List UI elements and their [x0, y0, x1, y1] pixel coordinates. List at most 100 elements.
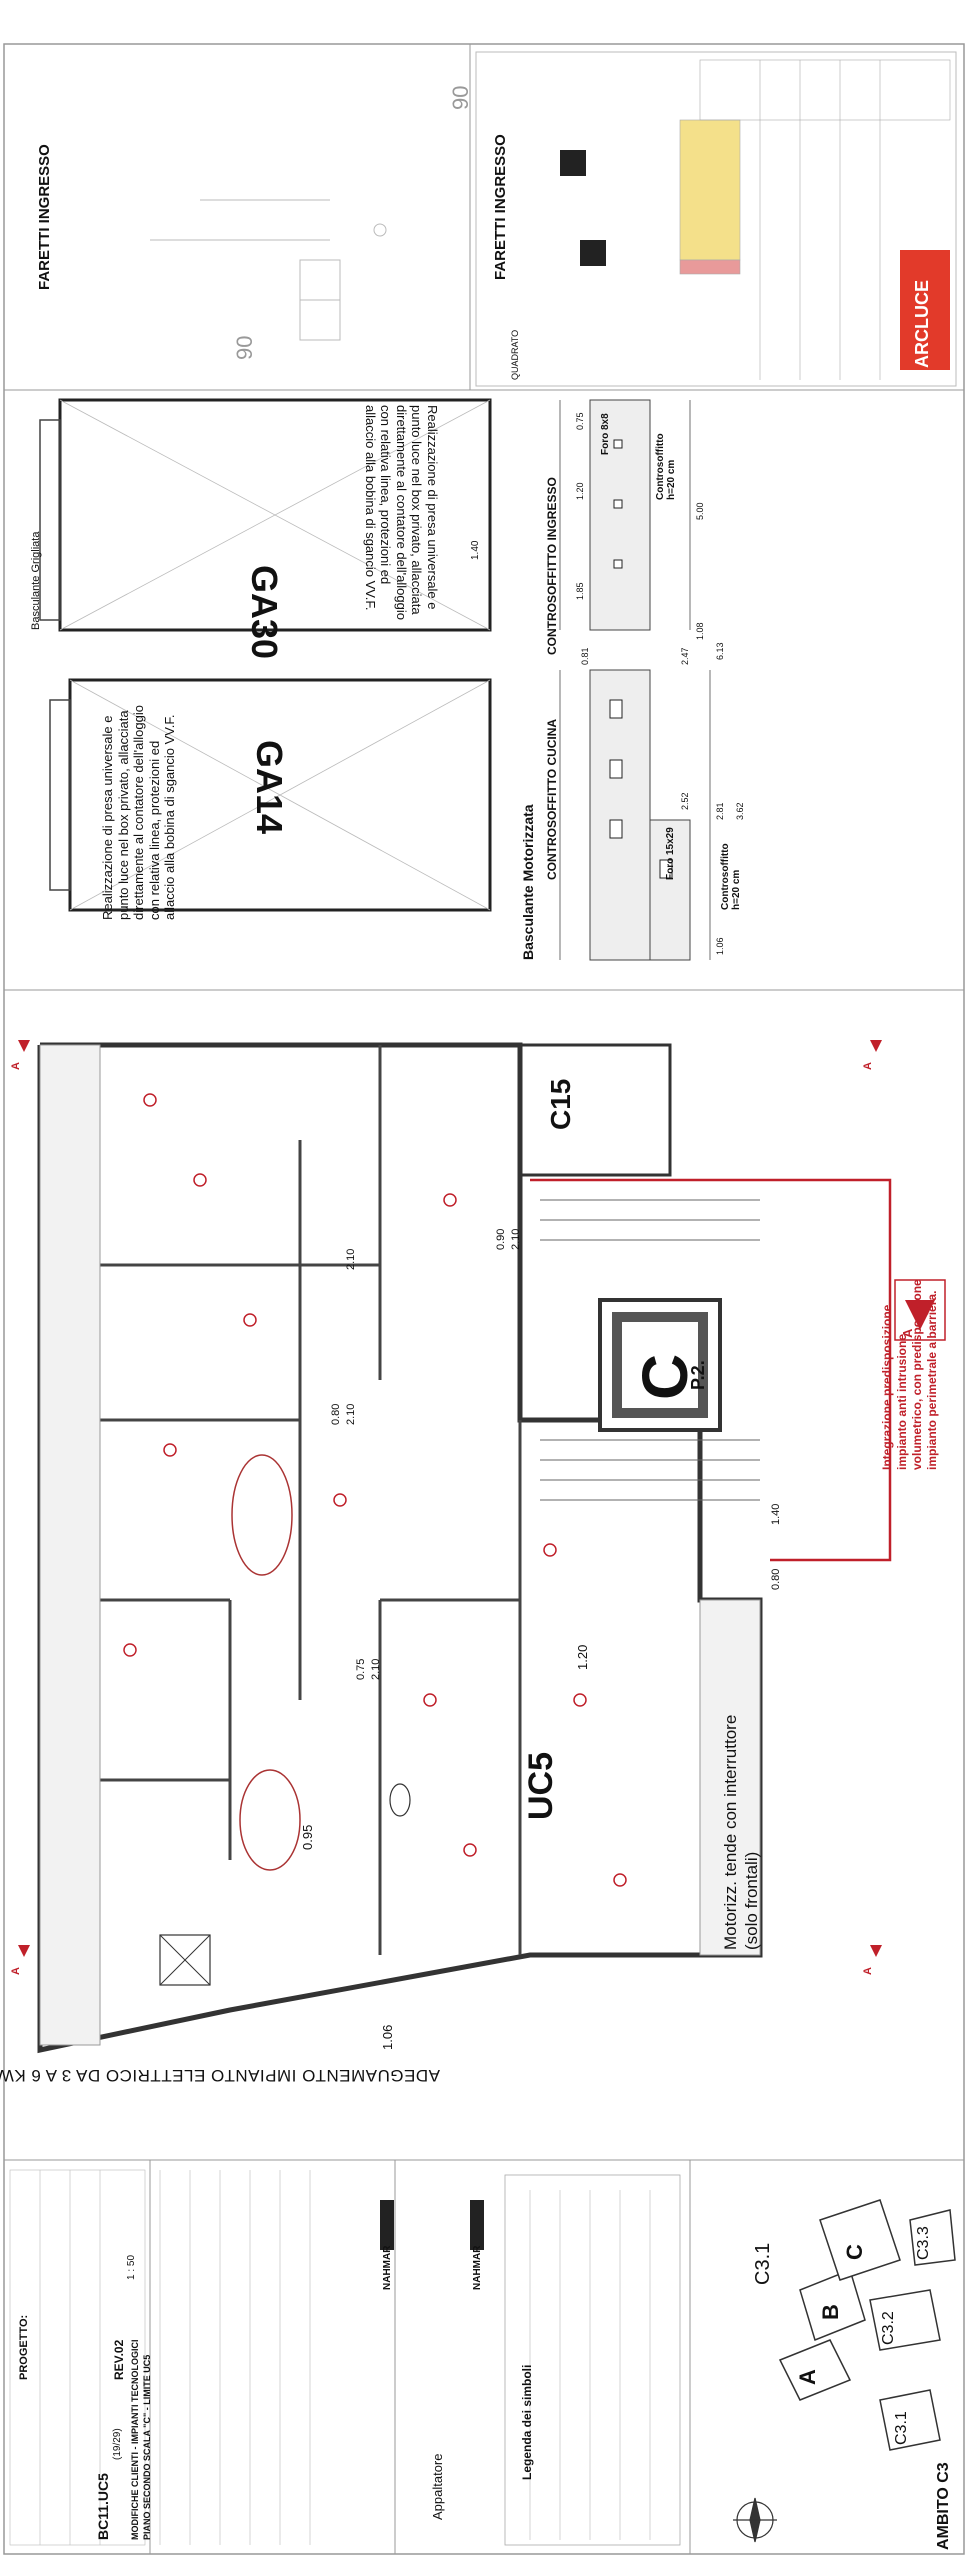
ceiling-dim-ingresso-2: 0.75: [575, 412, 585, 430]
plan-interior-walls: [40, 1045, 522, 1955]
product-logo: ARCLUCE: [912, 280, 932, 368]
titleblock-scale: 1 : 50: [126, 2254, 137, 2280]
electrical-symbols: [123, 1093, 627, 1887]
ceiling-dim-cucina-1: 1.06: [715, 937, 725, 955]
ceiling-dim-cucina-0: 6.13: [715, 642, 725, 660]
ga30-door: [39, 419, 61, 621]
plan-integration-note: Integrazione predisposizione impianto an…: [880, 1279, 939, 1470]
section-mark-4: A: [862, 1967, 874, 1975]
ceiling-ingresso-note: Controsoffitto h=20 cm: [655, 433, 677, 500]
toilet: [389, 1783, 411, 1817]
spec-code-bottom: 90: [232, 335, 257, 360]
keymap-ambito: AMBITO C3: [935, 2462, 952, 2550]
ceiling-dim-lines: [559, 400, 711, 960]
appaltatore-label: Appaltatore: [430, 2453, 445, 2521]
ceiling-cucina-foro: Foro 15x29: [665, 827, 676, 880]
titleblock-rev: REV.02: [112, 2339, 126, 2380]
spot-image-2: [580, 240, 606, 266]
ceiling-holes: [609, 439, 673, 879]
plan-dim-1: 1.20: [575, 1644, 590, 1670]
plan-dim-8: 0.75: [355, 1658, 367, 1680]
ga14-label: GA14: [249, 740, 290, 835]
keymap-c31-b: C3.1: [893, 2411, 910, 2445]
company-name-2: NAHMAR: [472, 2245, 483, 2290]
product-brand: QUADRATO: [510, 329, 520, 380]
titleblock-progetto-label: PROGETTO:: [18, 2314, 30, 2380]
section-mark-5: A: [900, 1328, 915, 1338]
plan-unit-label: UC5: [522, 1751, 560, 1820]
faretti-left-title: FARETTI INGRESSO: [36, 144, 53, 290]
stair-core: [598, 1298, 722, 1432]
c15-room: [518, 1043, 672, 1177]
ga30-label: GA30: [244, 565, 285, 660]
plan-dim-4: 0.90: [495, 1228, 507, 1250]
plan-dim-0: 0.95: [300, 1824, 315, 1850]
ga14-note: Realizzazione di presa universale e punt…: [100, 705, 178, 920]
ga30-dim: 1.40: [470, 540, 481, 560]
ga14-door: [49, 699, 71, 891]
sheet-border: [3, 43, 965, 2555]
titleblock-title-1: MODIFICHE CLIENTI - IMPIANTI TECNOLOGICI: [130, 2339, 140, 2541]
spot-image-1: [560, 150, 586, 176]
ceiling-cucina-note: Controsoffitto h=20 cm: [720, 843, 742, 910]
plan-dim-10: 1.40: [770, 1503, 782, 1525]
plan-stair-floor: P.2.: [688, 1360, 708, 1390]
keymap-c32: C3.2: [880, 2311, 897, 2345]
keymap-building-b: B: [818, 2304, 843, 2320]
section-arrows: [18, 1040, 882, 1957]
ceiling-dim-ingresso-4: 1.08: [695, 622, 705, 640]
ceiling-dim-ingresso-0: 5.00: [695, 502, 705, 520]
plan-dim-5: 2.10: [510, 1228, 522, 1250]
plan-dim-11: 0.80: [770, 1568, 782, 1590]
faretti-right-title: FARETTI INGRESSO: [492, 134, 509, 280]
ceiling-dim-ingresso-5: 2.47: [680, 647, 690, 665]
ceiling-ingresso-foro: Foro 8x8: [600, 413, 611, 455]
ga30-note: Realizzazione di presa universale e punt…: [362, 405, 440, 620]
keymap-c31: C3.1: [752, 2242, 774, 2285]
shower: [239, 1769, 301, 1871]
titleblock-title-2: PIANO SECONDO SCALA "C" - LIMITE UC5: [142, 2354, 152, 2540]
company-name-1: NAHMAR: [382, 2245, 393, 2290]
plan-dim-9: 2.10: [370, 1658, 382, 1680]
plan-main-title: ADEGUAMENTO IMPIANTO ELETTRICO DA 3 A 6 …: [0, 2066, 440, 2085]
spec-sketch: [150, 199, 387, 341]
company-logo-2: [470, 2200, 484, 2250]
section-mark-3: A: [862, 1062, 874, 1070]
arcluce-logo-block: [900, 250, 950, 370]
bathtub: [231, 1454, 293, 1576]
legend-lines: [529, 2190, 651, 2540]
ceiling-dim-ingresso-3: 1.85: [575, 582, 585, 600]
cooktop: [159, 1934, 211, 1986]
keymap-c33: C3.3: [915, 2226, 932, 2260]
plan-adjacent-unit: C15: [545, 1078, 576, 1130]
keymap-buildings: [778, 2199, 956, 2451]
keymap-building-a: A: [795, 2369, 820, 2385]
section-mark-1: A: [10, 1062, 22, 1070]
plan-walls: [37, 1042, 763, 2054]
spec-code-top: 90: [448, 85, 473, 110]
ceiling-dim-ingresso-6: 0.81: [580, 647, 590, 665]
ceiling-cucina-title: CONTROSOFFITTO CUCINA: [545, 718, 559, 880]
product-table: [679, 59, 951, 380]
plan-dim-3: 2.10: [345, 1403, 357, 1425]
company-logo-1: [380, 2200, 394, 2250]
ceiling-dim-ingresso-1: 1.20: [575, 482, 585, 500]
titleblock-grid: [9, 2169, 311, 2546]
ceiling-dim-cucina-2: 2.52: [680, 792, 690, 810]
balcony-right: [699, 1599, 761, 1956]
balcony-left: [39, 1044, 101, 2046]
titleblock-sub: (19/29): [112, 2428, 123, 2460]
titleblock-code: BC11.UC5: [95, 2473, 111, 2540]
section-mark-2: A: [10, 1967, 22, 1975]
ceiling-ingresso-title: CONTROSOFFITTO INGRESSO: [545, 477, 559, 655]
ga30-door-label: Basculante Grigliata: [30, 531, 42, 630]
ga14-door-label: Basculante Motorizzata: [520, 804, 536, 960]
ceiling-dim-cucina-3: 2.81: [715, 802, 725, 820]
plan-dim-6: 1.06: [380, 2024, 395, 2050]
plan-dim-2: 0.80: [330, 1403, 342, 1425]
plan-dim-7: 2.10: [345, 1248, 357, 1270]
legend-box: [504, 2174, 681, 2546]
compass-icon: [733, 2497, 777, 2543]
keymap-building-c: C: [842, 2244, 867, 2260]
ceiling-dim-cucina-4: 3.62: [735, 802, 745, 820]
